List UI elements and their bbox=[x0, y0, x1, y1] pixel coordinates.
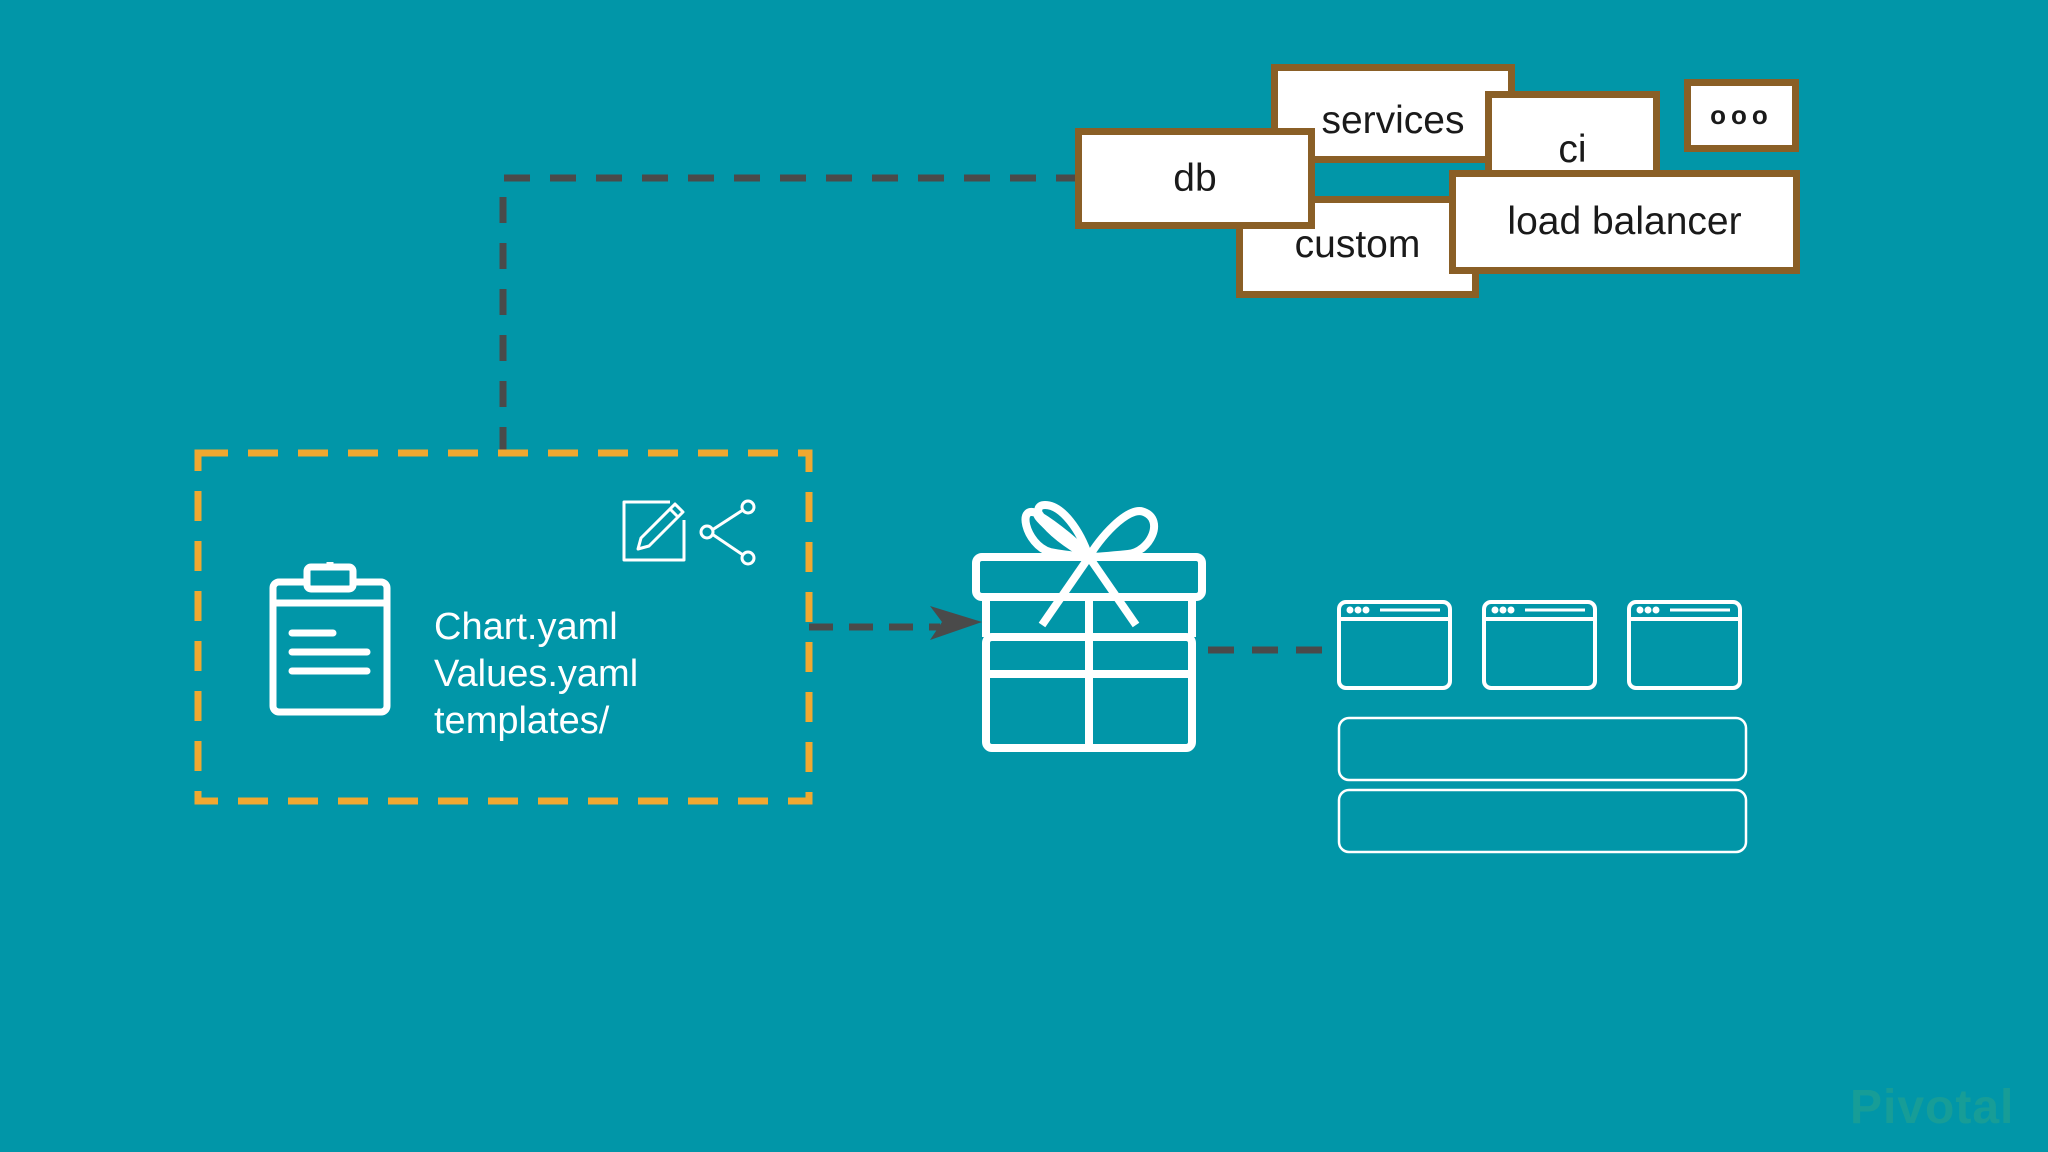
deployment-bar-bottom bbox=[1337, 788, 1748, 854]
connector-to-components bbox=[499, 174, 1085, 453]
custom-label: custom bbox=[1294, 223, 1421, 266]
load-balancer-label: load balancer bbox=[1507, 200, 1742, 243]
more-label: ooo bbox=[1710, 100, 1773, 130]
browser-window-icon bbox=[1337, 600, 1452, 690]
custom-card: custom bbox=[1236, 196, 1479, 298]
edit-icon bbox=[622, 500, 686, 562]
chart-file-templates: templates/ bbox=[434, 700, 610, 742]
chart-file-chart-yaml: Chart.yaml bbox=[434, 606, 618, 648]
chart-box bbox=[194, 449, 813, 805]
browser-window-icon bbox=[1482, 600, 1597, 690]
browser-window-icon bbox=[1627, 600, 1742, 690]
load-balancer-card: load balancer bbox=[1449, 170, 1800, 274]
ci-label: ci bbox=[1558, 128, 1587, 171]
gift-box-icon bbox=[972, 501, 1206, 752]
share-icon bbox=[699, 499, 756, 566]
db-card: db bbox=[1075, 128, 1315, 229]
arrow-head bbox=[930, 606, 982, 640]
chart-file-list: Chart.yaml Values.yaml templates/ bbox=[434, 604, 638, 745]
clipboard-icon bbox=[269, 562, 391, 716]
chart-file-values-yaml: Values.yaml bbox=[434, 653, 639, 695]
pivotal-logo: Pivotal bbox=[1850, 1081, 2015, 1134]
db-label: db bbox=[1173, 156, 1217, 200]
services-label: services bbox=[1321, 99, 1465, 142]
more-card: ooo bbox=[1684, 79, 1799, 152]
deployment-bar-top bbox=[1337, 716, 1748, 782]
